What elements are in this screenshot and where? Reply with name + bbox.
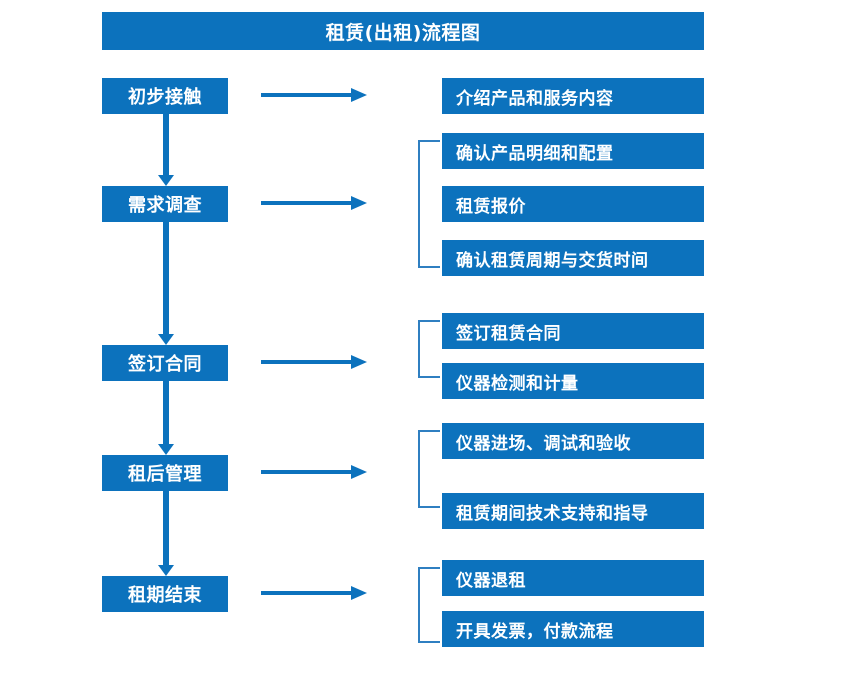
arrow-shaft (261, 591, 353, 595)
detail-box-1-1[interactable]: 介绍产品和服务内容 (442, 78, 704, 114)
bracket-connector-3 (418, 320, 440, 378)
detail-box-3-1[interactable]: 签订租赁合同 (442, 313, 704, 349)
stage-box-1[interactable]: 初步接触 (102, 78, 228, 114)
diagram-title: 租赁(出租)流程图 (102, 12, 704, 50)
detail-box-5-1[interactable]: 仪器退租 (442, 560, 704, 596)
down-arrow-icon-1 (158, 114, 174, 186)
down-arrow-icon-4 (158, 491, 174, 576)
arrow-shaft (163, 114, 169, 176)
arrow-head (158, 444, 174, 455)
arrow-shaft (261, 470, 353, 474)
bracket-connector-4 (418, 430, 440, 508)
down-arrow-icon-2 (158, 222, 174, 345)
arrow-head (351, 355, 367, 369)
bracket-connector-5 (418, 567, 440, 643)
detail-box-2-2[interactable]: 租赁报价 (442, 186, 704, 222)
arrow-head (351, 196, 367, 210)
arrow-head (351, 465, 367, 479)
arrow-shaft (163, 491, 169, 566)
arrow-head (158, 175, 174, 186)
arrow-head (158, 565, 174, 576)
stage-box-3[interactable]: 签订合同 (102, 345, 228, 381)
down-arrow-icon-3 (158, 381, 174, 455)
right-arrow-icon-5 (261, 586, 367, 600)
stage-box-2[interactable]: 需求调查 (102, 186, 228, 222)
detail-box-5-2[interactable]: 开具发票，付款流程 (442, 611, 704, 647)
right-arrow-icon-4 (261, 465, 367, 479)
detail-box-2-1[interactable]: 确认产品明细和配置 (442, 133, 704, 169)
right-arrow-icon-1 (261, 88, 367, 102)
arrow-shaft (163, 222, 169, 335)
arrow-head (158, 334, 174, 345)
arrow-shaft (261, 201, 353, 205)
stage-box-4[interactable]: 租后管理 (102, 455, 228, 491)
arrow-shaft (163, 381, 169, 445)
detail-box-4-1[interactable]: 仪器进场、调试和验收 (442, 423, 704, 459)
detail-box-2-3[interactable]: 确认租赁周期与交货时间 (442, 240, 704, 276)
detail-box-4-2[interactable]: 租赁期间技术支持和指导 (442, 493, 704, 529)
stage-box-5[interactable]: 租期结束 (102, 576, 228, 612)
bracket-connector-2 (418, 140, 440, 268)
arrow-shaft (261, 360, 353, 364)
arrow-head (351, 88, 367, 102)
arrow-head (351, 586, 367, 600)
detail-box-3-2[interactable]: 仪器检测和计量 (442, 363, 704, 399)
right-arrow-icon-2 (261, 196, 367, 210)
arrow-shaft (261, 93, 353, 97)
right-arrow-icon-3 (261, 355, 367, 369)
